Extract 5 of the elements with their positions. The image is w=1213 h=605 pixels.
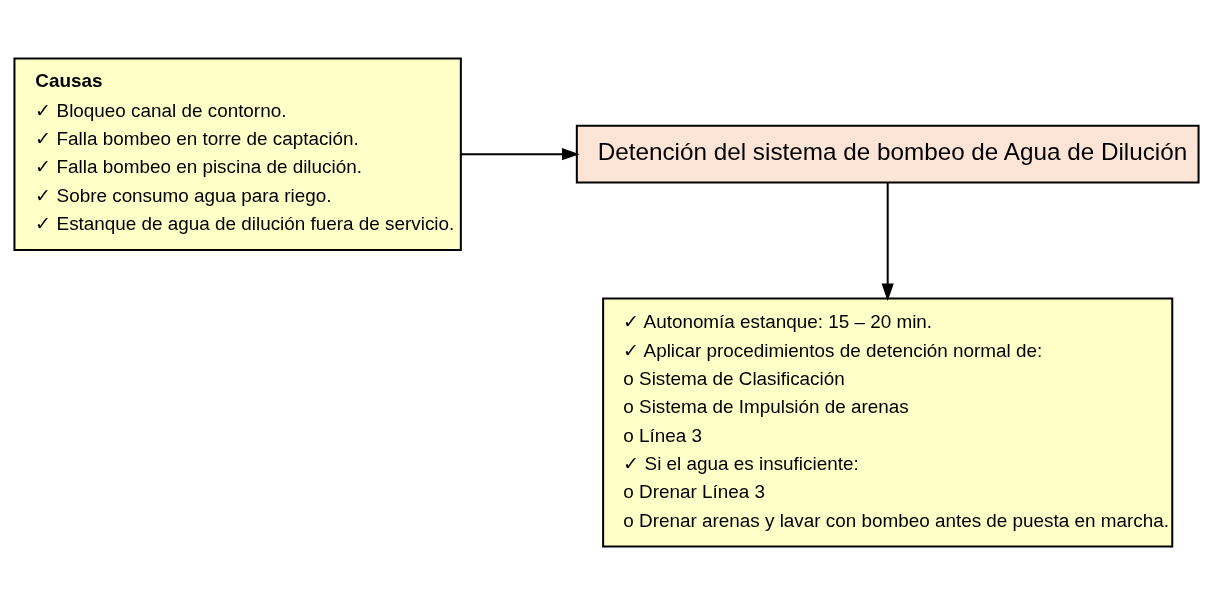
node-box: Detención del sistema de bombeo de Agua de Dilución [575, 124, 1200, 184]
arrow [460, 148, 580, 161]
node-box: ✓ Autonomía estanque: 15 – 20 min. ✓ Aplicar procedimientos de detención normal de: o Sistema de Clasificación o Sistema de Impulsión de arenas o Línea 3 ✓ Si el agua es insuficiente: o Drenar Línea 3 o Drenar arenas y lavar con bombeo antes de puesta en marcha. [602, 297, 1174, 548]
arrow [881, 182, 894, 301]
node-box: Causas ✓ Bloqueo canal de contorno. ✓ Falla bombeo en torre de captación. ✓ Falla bombeo en piscina de dilución. ✓ Sobre consumo agua para riego. ✓ Estanque de agua de dilución fuera de servicio. [13, 57, 462, 251]
